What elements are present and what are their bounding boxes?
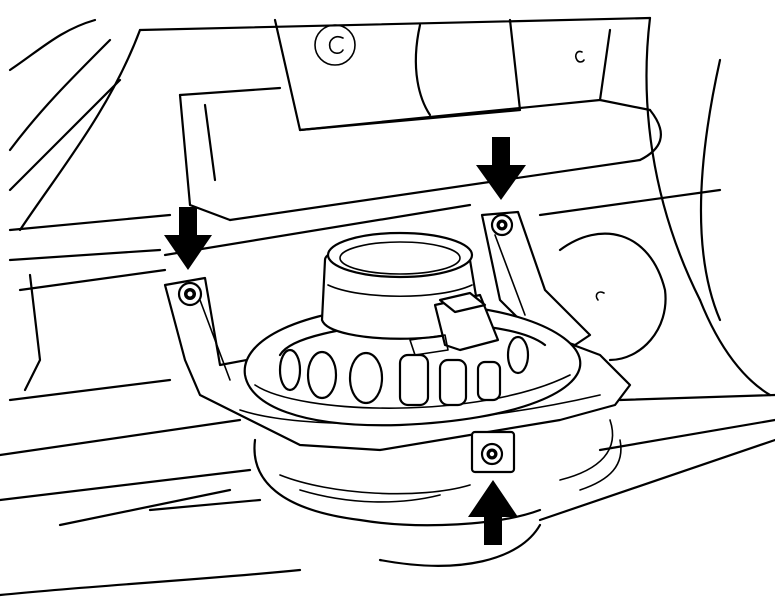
door-trim-panel [0, 16, 775, 597]
screw-bottom [470, 430, 516, 474]
screw-right [490, 213, 514, 237]
speaker [243, 231, 582, 427]
arrow-down-left [164, 207, 212, 270]
arrow-down-right [476, 137, 526, 200]
screw-left [177, 281, 203, 307]
arrow-up-bottom [468, 480, 518, 545]
